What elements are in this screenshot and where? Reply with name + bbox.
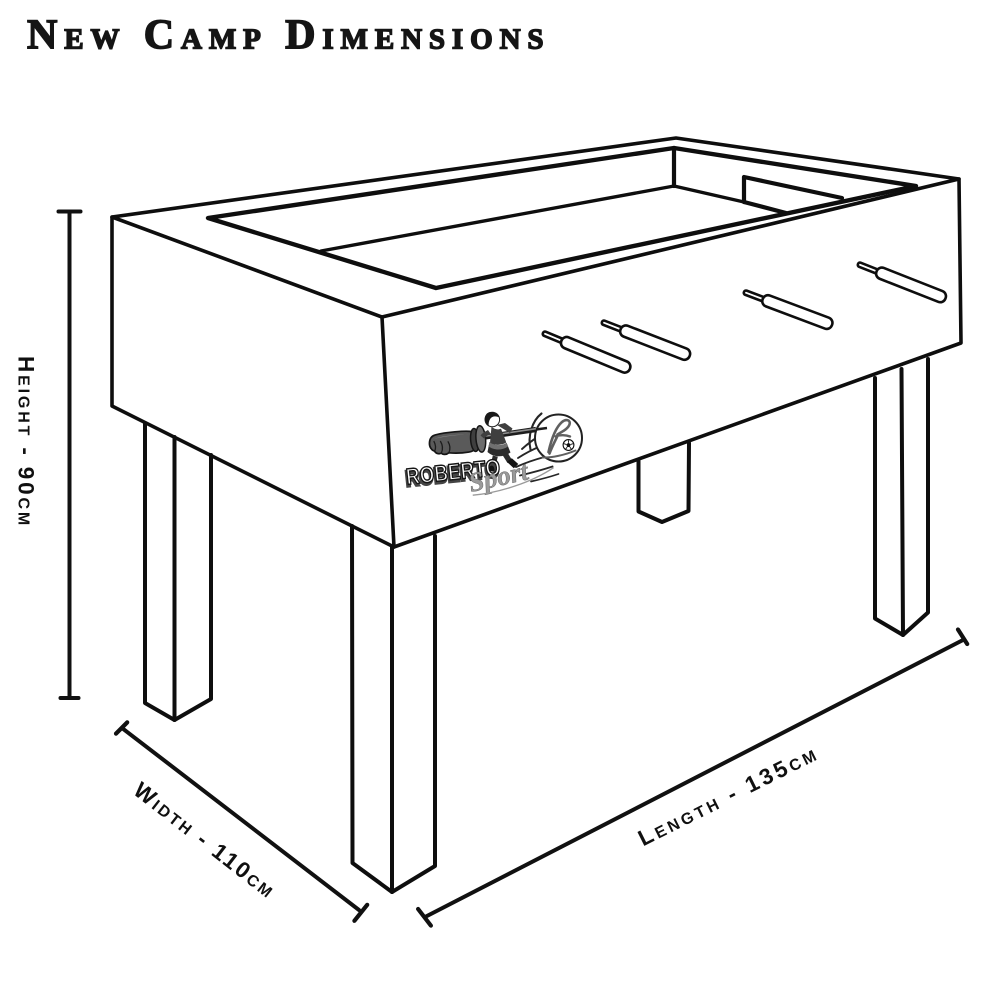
svg-text:Height - 90cm: Height - 90cm	[14, 356, 39, 528]
svg-text:New Camp Dimensions: New Camp Dimensions	[27, 13, 550, 59]
